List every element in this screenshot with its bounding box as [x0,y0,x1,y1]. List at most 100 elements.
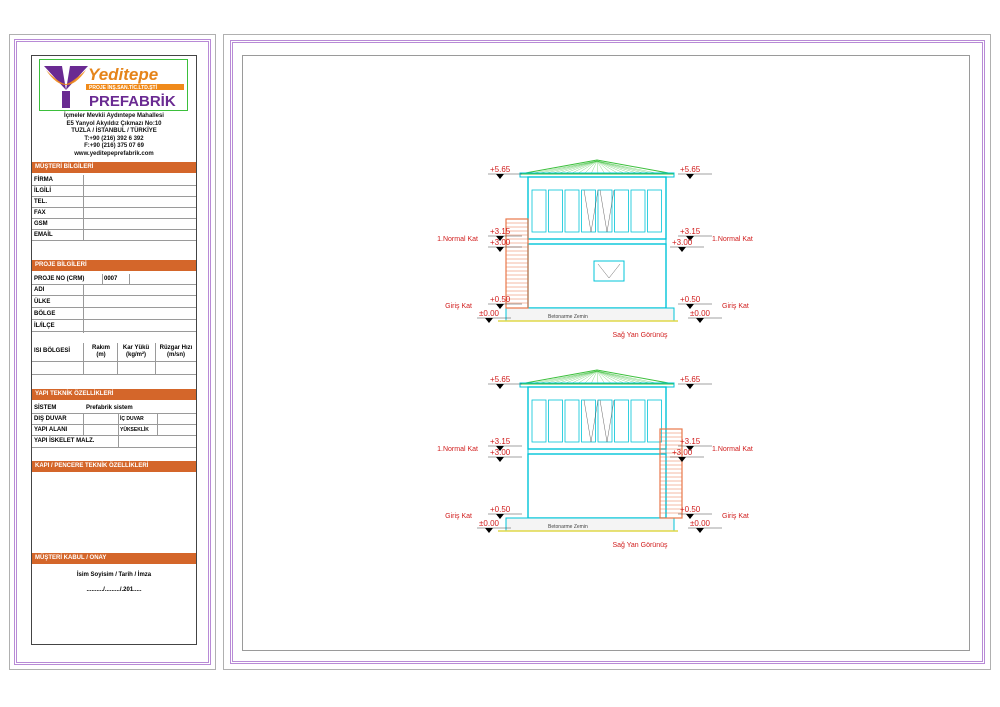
window-pane [581,399,596,443]
company-address: İçmeler Mevkii Aydıntepe Mahallesi E5 Ya… [32,113,196,159]
floor1-label-right: 1.Normal Kat [712,236,753,243]
level-floor-top-left-label: +3.15 [490,227,511,236]
foundation-label: Betonarme Zemin [548,314,588,320]
roof-hatch [596,160,662,175]
customer-field: TEL. [32,197,196,208]
level-floor-left-marker [496,457,504,462]
elevation-view-top: Betonarme Zemin +5.65 +3.15 +3.00 +0.50 ±0.00… [437,159,753,339]
address-fax: F:+90 (216) 375 07 69 [84,143,144,150]
project-column-divider [83,285,84,333]
window-pane [548,399,563,443]
tech-section-header: YAPI TEKNİK ÖZELLİKLERİ [32,389,196,400]
level-floor-top-right-label: +3.15 [680,227,701,236]
address-line-2: E5 Yanyol Akyıldız Çıkmazı No:10 [66,120,162,127]
tech-skeleton-row: YAPI İSKELET MALZ. [32,436,196,447]
view-title: Sağ Yan Görünüş [612,542,668,549]
roof-hatch [596,160,613,175]
roof-hatch [555,370,598,385]
roof-outline [519,159,675,175]
project-no-row: PROJE NO (CRM) 0007 [32,274,196,285]
stair-outline [505,218,529,309]
roof-hatch [596,160,606,175]
project-no-label: PROJE NO (CRM) [34,276,85,282]
window-pane [614,399,629,443]
roof-hatch [596,370,662,385]
project-field: İL/İLÇE [32,321,196,332]
level-floor-left-label: +3.00 [490,448,511,457]
project-field: ÜLKE [32,297,196,308]
left-sheet-inner-border [14,39,211,665]
level-floor-right-marker [678,457,686,462]
climate-zone-label: ISI BÖLGESİ [34,348,71,354]
window-pane [630,399,646,443]
entry-label-left: Giriş Kat [445,303,472,310]
small-window-lines [597,263,621,279]
altitude-header: Rakım (m) [91,345,110,358]
level-entry-right-label: +0.50 [680,295,701,304]
roof-hatch [541,370,598,385]
roof-hatch [534,370,598,385]
roof-hatch [596,160,599,175]
entry-label-right: Giriş Kat [722,513,749,520]
outer-wall-label: DIŞ DUVAR [34,416,67,422]
roof-hatch [590,370,598,385]
level-entry-right-marker [686,304,694,309]
roof-hatch [527,160,598,175]
window-pane [564,189,580,233]
customer-field: FİRMA [32,175,196,186]
level-ground-right-label: ±0.00 [690,309,711,318]
lower-floor-wall [527,243,667,309]
level-roof-left-label: +5.65 [490,165,511,174]
roof-hatch [576,160,598,175]
level-roof-right-marker [686,174,694,179]
climate-divider [155,343,156,375]
drawing-area-border [242,55,970,651]
level-roof-right-label: +5.65 [680,375,701,384]
small-window [593,260,625,282]
window-pane [647,189,662,233]
roof-hatch [596,160,641,175]
window-pane [614,189,629,233]
roof-hatch [596,160,655,175]
elevation-view-bottom: Betonarme Zemin+5.65+3.15+3.00+0.50±0.00… [437,369,753,549]
roof-hatch [596,370,599,385]
stair-outline [659,428,683,519]
logo-brand: Yeditepe [88,65,158,84]
project-no-divider-2 [129,274,130,285]
view-title: Sağ Yan Görünüş [612,332,668,339]
window-pane [564,399,580,443]
logo-tagline: PROJE İNŞ.SAN.TİC.LTD.ŞTİ [89,84,158,91]
level-floor-top-left-label: +3.15 [490,437,511,446]
floor-band [527,238,667,245]
customer-field: EMAİL [32,230,196,241]
window-pane [548,189,563,233]
project-no-value: 0007 [104,276,118,282]
tech-divider [118,414,119,436]
roof-hatch [527,370,598,385]
roof-outline [519,369,675,385]
level-floor-right-marker [678,247,686,252]
address-phone: T:+90 (216) 392 6 392 [84,135,144,142]
level-floor-top-right-label: +3.15 [680,437,701,446]
roof-hatch [569,370,598,385]
level-ground-left-marker [485,528,493,533]
level-roof-left-marker [496,384,504,389]
level-ground-right-marker [696,318,704,323]
system-label: SİSTEM [34,405,57,411]
company-logo: Yeditepe PROJE İNŞ.SAN.TİC.LTD.ŞTİ PREFA… [39,59,188,111]
level-floor-right-label: +3.00 [672,238,693,247]
climate-divider [83,343,84,375]
project-field: ADI [32,285,196,296]
level-floor-right-label: +3.00 [672,448,693,457]
roof-hatch [596,160,634,175]
customer-field: GSM [32,219,196,230]
level-ground-right-label: ±0.00 [690,519,711,528]
customer-field: İLGİLİ [32,186,196,197]
signature-date: ........../........./.201..... [86,587,142,593]
snow-load-header: Kar Yükü (kg/m²) [122,345,150,358]
level-entry-left-marker [496,304,504,309]
level-floor-top-right-marker [686,446,694,451]
roof-hatch [596,370,648,385]
level-entry-left-label: +0.50 [490,505,511,514]
